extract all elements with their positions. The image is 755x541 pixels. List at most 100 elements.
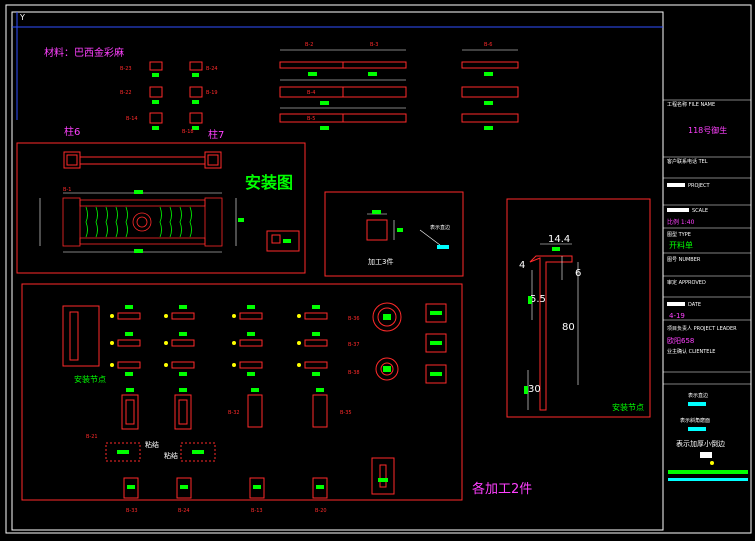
- plan-rail: [79, 156, 206, 165]
- tb-number-label: 图号 NUMBER: [667, 257, 701, 263]
- glue-joint-left-marker: [117, 450, 129, 454]
- tall-part-3-marker: [251, 388, 259, 392]
- round-detail-bottom-inner: [380, 362, 394, 376]
- baluster-7: [169, 206, 172, 238]
- small-detail-shape: [366, 219, 388, 241]
- tb-date-label: DATE: [688, 302, 701, 308]
- install-node-shape: [69, 311, 79, 361]
- part-r2-c4-marker: [312, 332, 320, 336]
- section-dim-80: 80: [562, 322, 575, 333]
- small-detail-note-symbol: [437, 245, 449, 249]
- square-detail-1: [425, 303, 447, 323]
- plan-pillar-right-inner: [207, 154, 219, 166]
- bar-label-b4: B-4: [307, 90, 315, 96]
- material-note: 材料：巴西金彩麻: [44, 46, 124, 59]
- bottom-part-markers: [127, 478, 388, 489]
- baluster-8: [179, 206, 182, 238]
- plan-pillar-left: [63, 151, 81, 169]
- section-profile: [529, 255, 573, 411]
- dot-r2-c4: [297, 341, 301, 345]
- part-markers-rows: [125, 305, 320, 376]
- title-block-text: 工程名称 FILE NAME 118号御生 客户联系电话 TEL PROJECT…: [667, 101, 737, 355]
- section-dim-14-4: 14.4: [548, 234, 570, 245]
- tall-part-sections: [121, 394, 328, 430]
- part-r2-c4: [304, 339, 328, 347]
- section-b22-shape: [149, 86, 163, 98]
- parts-panel[interactable]: [21, 283, 463, 501]
- small-detail-note: 表示直边: [430, 224, 450, 231]
- callout-b13: B-13: [251, 508, 263, 514]
- outer-frame: [5, 4, 752, 534]
- legend-bevel-edge: 表示斜角磨面: [680, 417, 710, 424]
- title-block-legend: 表示直边 表示斜角磨面 表示加厚小倒边: [668, 392, 748, 481]
- bar-marker-b5: [320, 126, 329, 130]
- top-long-bars: [279, 61, 519, 123]
- tb-type-label: 图型 TYPE: [667, 231, 691, 238]
- part-r1-c4: [304, 312, 328, 320]
- tb-type-value: 开料单: [669, 240, 693, 250]
- small-detail-note-leader: [419, 229, 441, 246]
- section-b18-marker: [192, 126, 199, 130]
- tb-date-swatch: [667, 302, 685, 306]
- inner-frame: [11, 11, 664, 531]
- part-r3-c2: [171, 361, 195, 369]
- square-details: [425, 303, 447, 384]
- baluster-3: [105, 206, 108, 238]
- square-detail-2-marker: [430, 341, 442, 345]
- dot-r2-c1: [110, 341, 114, 345]
- section-detail-dims: 14.4 4 6 5.5 80 30: [519, 234, 581, 395]
- elev-medallion: [132, 212, 152, 232]
- round-details: [372, 302, 402, 381]
- bottom-part-4: [312, 477, 328, 499]
- bar-marker-b4: [320, 101, 329, 105]
- dot-r2-c3: [232, 341, 236, 345]
- elevation-panel[interactable]: [16, 142, 306, 274]
- part-r2-c3: [239, 339, 263, 347]
- baluster-4: [115, 206, 118, 238]
- tb-date-value: 4-19: [669, 312, 685, 320]
- square-detail-1-marker: [430, 311, 442, 315]
- dot-r3-c4: [297, 363, 301, 367]
- tall-part-markers: [126, 388, 324, 392]
- part-r2-c2-marker: [179, 332, 187, 336]
- plan-pillar-left-inner: [66, 154, 78, 166]
- glue-joint-right-marker: [192, 450, 204, 454]
- glue-label-left: 粘结: [145, 440, 159, 449]
- glue-label-right: 粘结: [164, 451, 178, 460]
- part-r1-c1-marker: [125, 305, 133, 309]
- section-dim-5-5: 5.5: [530, 294, 546, 305]
- part-r1-c3-marker: [247, 305, 255, 309]
- bar-label-b2: B-2: [305, 42, 313, 48]
- callout-b37: B-37: [348, 342, 360, 348]
- legend-thick-edge: 表示加厚小倒边: [676, 439, 725, 448]
- section-detail-panel[interactable]: [506, 198, 651, 418]
- tb-scale-swatch: [667, 208, 689, 212]
- part-r3-c1: [117, 361, 141, 369]
- bottom-part-sections: [123, 457, 395, 499]
- small-detail-panel[interactable]: [324, 191, 464, 277]
- dot-r1-c4: [297, 314, 301, 318]
- small-detail-caption: 加工3件: [368, 257, 393, 266]
- plan-pillar-right: [204, 151, 222, 169]
- top-bar-labels: B-2 B-3 B-4 B-5 B-6: [305, 42, 492, 122]
- callout-b36: B-36: [348, 316, 360, 322]
- tall-part-2: [174, 394, 192, 430]
- tb-scale-label: SCALE: [692, 208, 708, 214]
- tb-approved-label: 审定 APPROVED: [667, 279, 706, 286]
- origin-y-axis-label: Y: [19, 13, 25, 22]
- part-r2-c2: [171, 339, 195, 347]
- tb-scale-value: 比例 1:40: [667, 218, 695, 226]
- small-detail-marker-right: [397, 228, 403, 232]
- balustrade-elevation: [62, 197, 223, 247]
- small-detail-marker-top: [372, 210, 381, 214]
- bar-marker-b3: [368, 72, 377, 76]
- bar-label-b6: B-6: [484, 42, 492, 48]
- dot-r3-c3: [232, 363, 236, 367]
- baluster-6: [159, 206, 162, 238]
- section-dim-4: 4: [519, 260, 525, 271]
- section-b23-marker: [152, 73, 159, 77]
- elev-marker-right: [238, 218, 244, 222]
- tall-part-4-marker: [316, 388, 324, 392]
